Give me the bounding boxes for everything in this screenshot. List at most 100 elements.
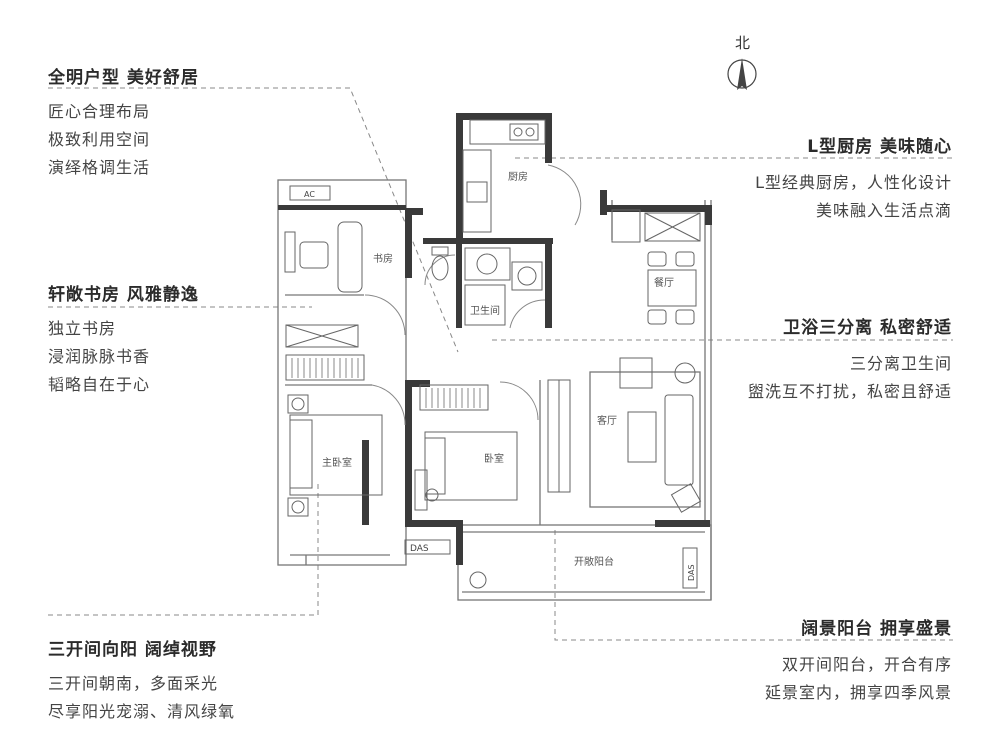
study-shelf [284,231,296,273]
wall-bedroom-left [405,380,412,520]
annotation-title: 阔景阳台 拥享盛景 [801,619,952,639]
annotation-study: 轩敞书房 风雅静逸 独立书房 浸润脉脉书香 韬略自在于心 [48,280,199,399]
leader-full-light [48,87,459,353]
thin-walls [277,179,712,601]
annotation-title: 全明户型 美好舒居 [48,68,199,88]
door-kitchen [547,164,582,226]
door-arcs [364,164,582,426]
north-arrow-icon [737,58,747,90]
annotation-line: 匠心合理布局 [48,102,151,121]
leader-three-bay [48,480,319,616]
kitchen-sink [466,181,488,203]
wall-study-corner [278,205,406,210]
master-bed-pillow [289,419,313,489]
wall-study-top [405,208,423,215]
ac-label: AC [304,190,315,199]
annotation-line: 延景室内，拥享四季风景 [764,683,952,702]
das-label-2: DAS [687,564,696,581]
study-desk [337,221,363,293]
annotation-kitchen: L型厨房 美味随心 L型经典厨房，人性化设计 美味融入生活点滴 [755,132,952,225]
wall-kitchen-right [545,113,552,163]
wall-study-right-up [405,208,412,278]
wardrobe-master-hangers [291,358,359,378]
annotation-line: 盥洗互不打扰，私密且舒适 [747,382,952,401]
door-master [371,384,406,426]
das-unit-2 [682,547,698,589]
annotation-line: 浸润脉脉书香 [48,347,151,366]
leader-lines [48,87,953,641]
wall-corridor [423,238,553,244]
room-label-bathroom: 卫生间 [470,304,500,317]
bedroom-wardrobe-hangers [425,388,481,408]
kitchen-counter-left [462,149,492,233]
nightstand-1 [287,394,309,414]
annotation-title: L型厨房 美味随心 [807,137,952,157]
bedroom-desk [414,469,428,511]
wall-bedroom-top [405,380,430,387]
washbasin-cabinet [464,247,511,281]
room-label-study: 书房 [373,252,393,265]
annotation-bath: 卫浴三分离 私密舒适 三分离卫生间 盥洗互不打扰，私密且舒适 [748,313,952,406]
ac-unit [289,185,331,201]
thick-walls [278,113,712,565]
annotation-title: 三开间向阳 阔绰视野 [48,640,217,660]
bedroom-wardrobe [419,384,489,411]
door-bath2 [424,254,456,286]
room-label-dining: 餐厅 [654,276,674,289]
sofa [664,394,694,486]
annotation-line: 独立书房 [48,319,117,338]
north-compass: 北 [727,34,757,90]
wall-right [705,205,712,225]
door-bath [509,299,546,329]
door-bedroom [499,381,539,421]
dining-chair-4 [675,309,695,325]
leader-balcony [554,530,953,641]
wardrobe-study [285,324,359,348]
toilet-tank [431,246,449,256]
kitchen-counter-top [469,119,546,145]
annotation-line: 极致利用空间 [48,130,151,149]
annotation-line: 韬略自在于心 [48,375,151,394]
fridge [611,209,641,243]
annotation-line: 演绎格调生活 [48,158,151,177]
wall-dining-top [600,190,607,215]
wall-living-bottom [655,520,710,527]
balcony-plant [469,571,487,589]
room-label-bedroom: 卧室 [484,452,504,465]
dining-table [647,269,697,307]
room-label-balcony: 开敞阳台 [574,555,614,568]
room-label-living: 客厅 [597,414,617,427]
armchair [619,357,653,389]
wall-balcony-left [456,520,463,565]
side-table [674,362,696,384]
room-label-master: 主卧室 [322,456,352,469]
annotation-full-light: 全明户型 美好舒居 匠心合理布局 极致利用空间 演绎格调生活 [48,63,199,182]
annotation-title: 卫浴三分离 私密舒适 [783,318,952,338]
annotation-line: 三分离卫生间 [849,354,952,373]
dining-cabinet [644,212,701,242]
annotation-line: 美味融入生活点滴 [815,201,952,220]
dining-chair-2 [675,251,695,267]
wall-bath-right [545,238,552,328]
annotation-three-bay: 三开间向阳 阔绰视野 三开间朝南，多面采光 尽享阳光宠溺、清风绿氧 [48,635,235,726]
coffee-table [627,411,657,463]
bedroom-bed [424,431,518,501]
washer [511,261,543,291]
wall-kitchen-top [456,113,552,120]
outer-shell [277,179,407,566]
annotation-line: 三开间朝南，多面采光 [48,674,219,693]
study-chair [299,241,329,269]
wall-bath-mid [456,238,462,328]
door-study [364,294,406,336]
annotation-balcony: 阔景阳台 拥享盛景 双开间阳台，开合有序 延景室内，拥享四季风景 [765,614,952,707]
shower [464,284,506,326]
annotation-line: L型经典厨房，人性化设计 [755,173,952,192]
wall-kitchen-left [456,113,463,243]
annotation-line: 双开间阳台，开合有序 [781,655,952,674]
wall-master-right [362,440,369,525]
nightstand-2 [287,497,309,517]
das-label-1: DAS [410,544,429,554]
living-chair-2 [670,483,702,513]
kitchen-stove [509,123,539,141]
furniture [284,119,702,589]
